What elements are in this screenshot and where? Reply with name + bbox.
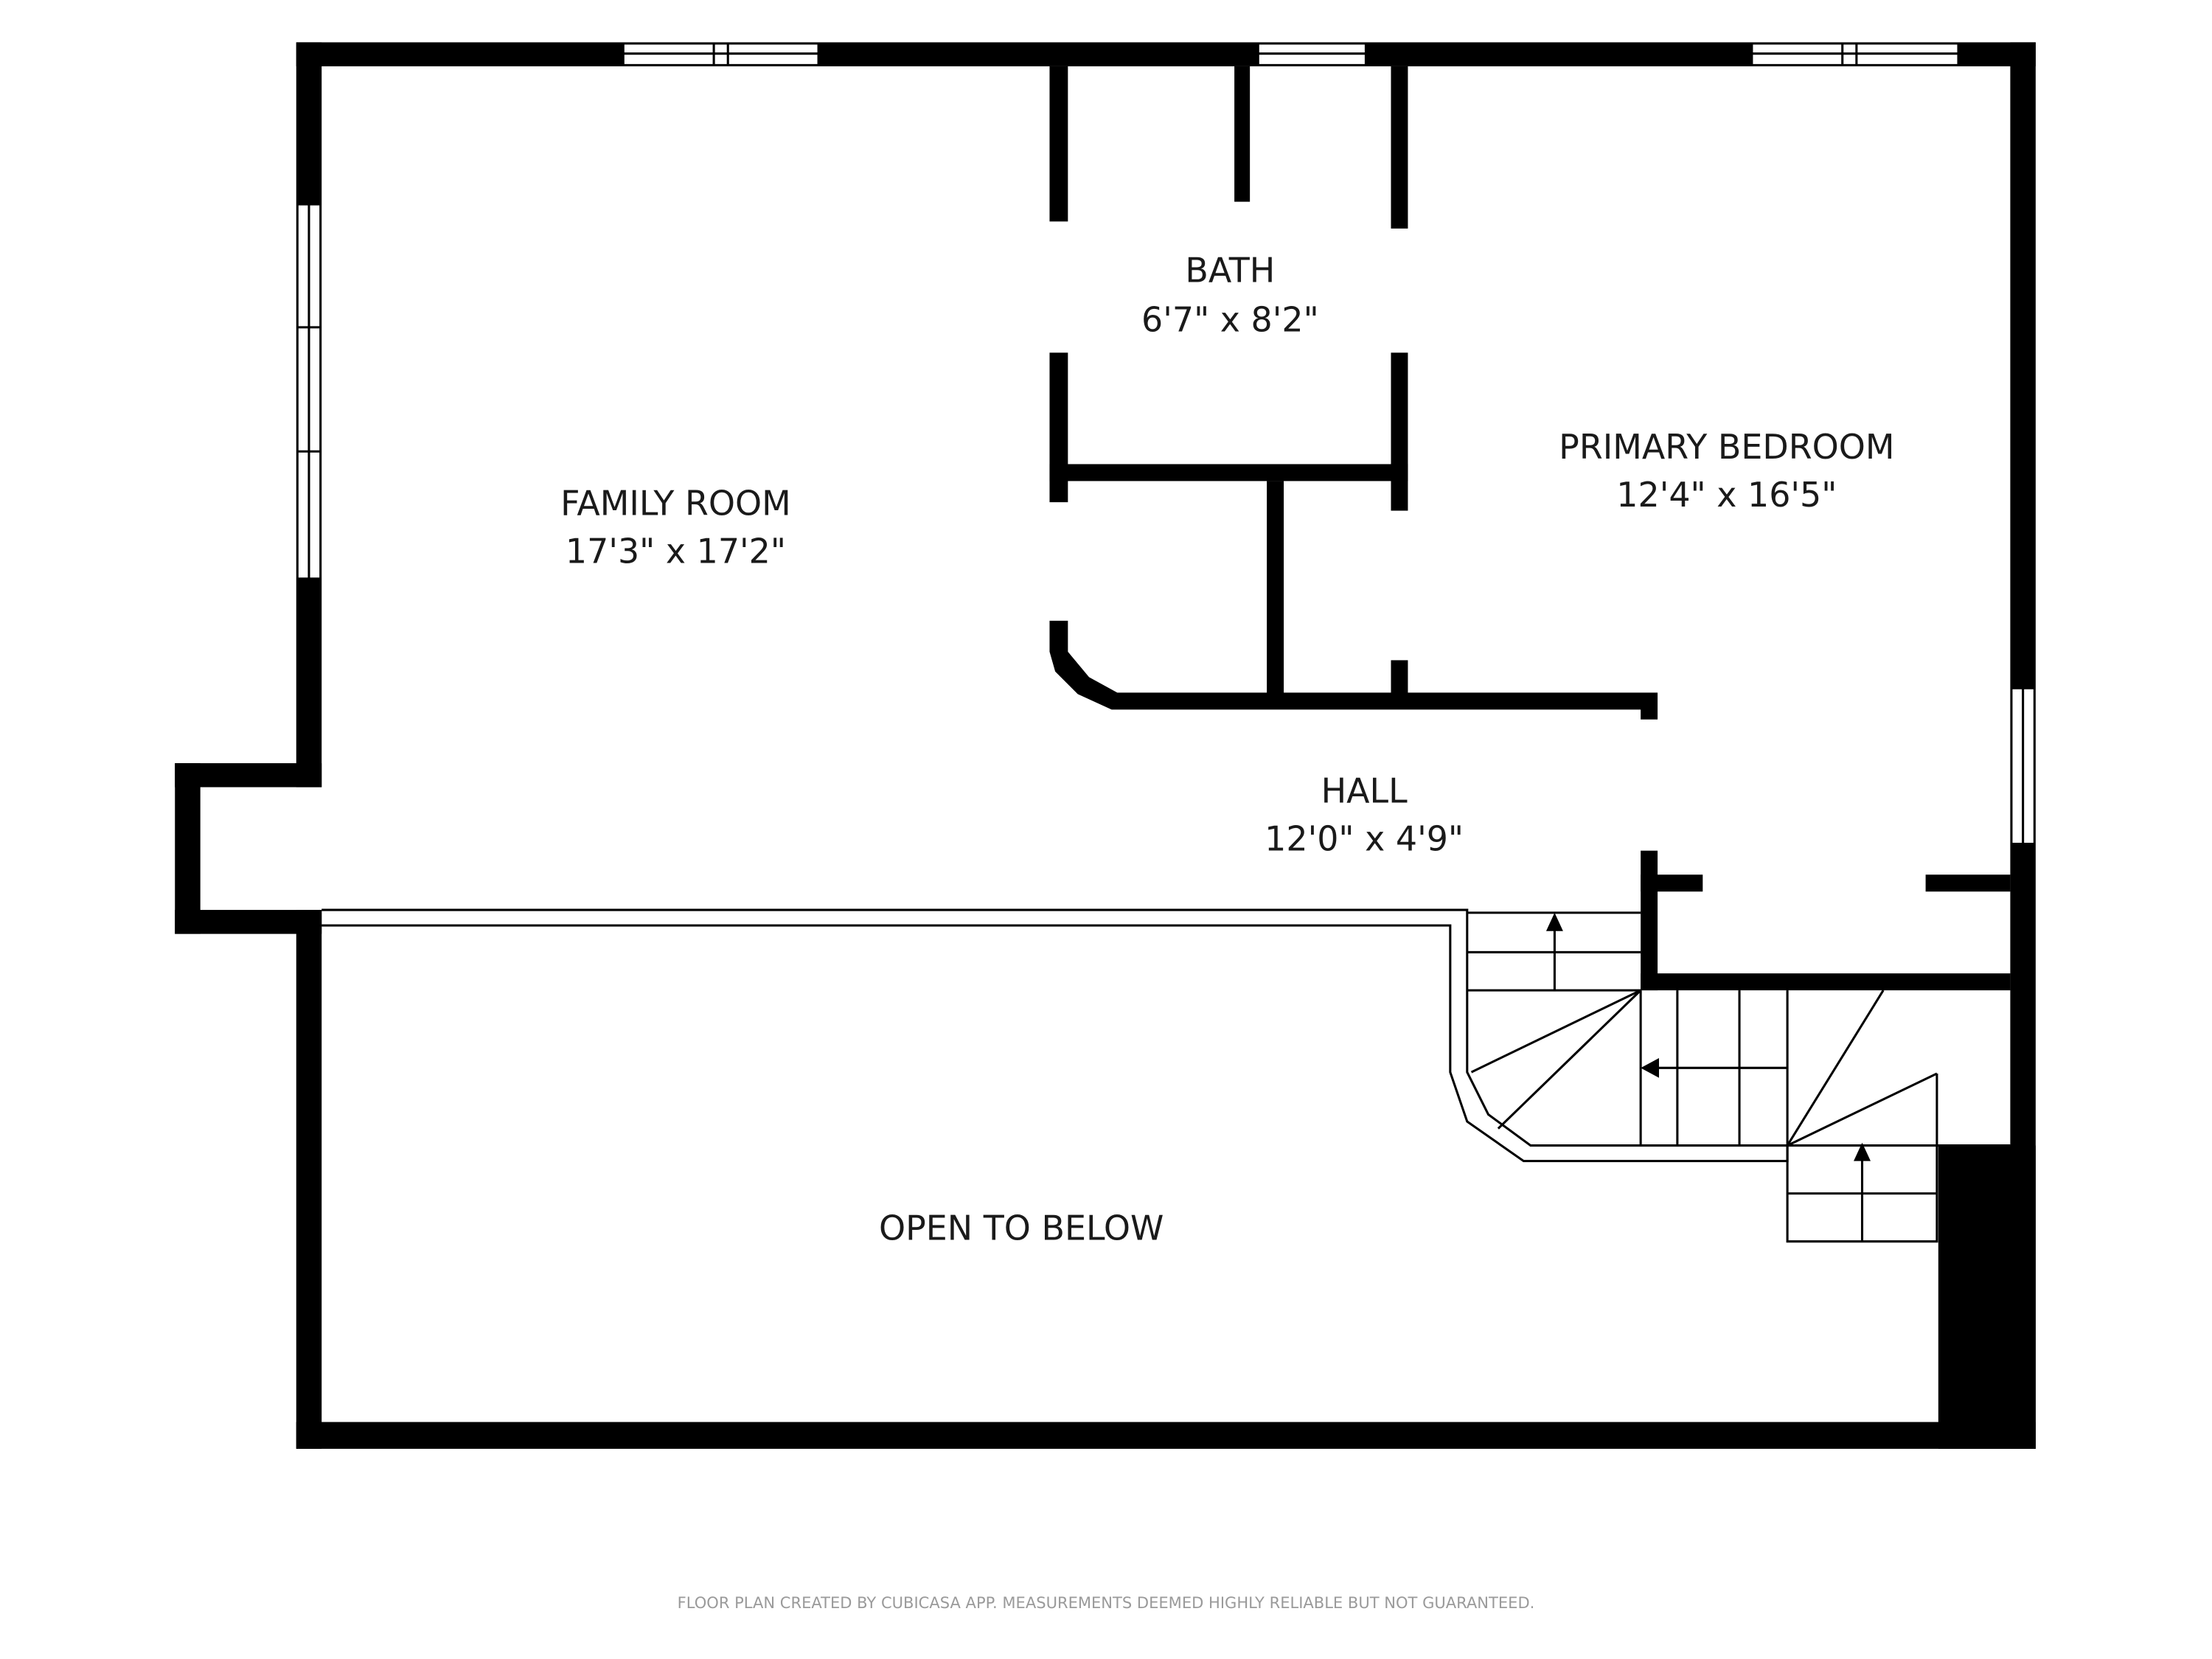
room-dimensions-family-room: 17'3" x 17'2" bbox=[566, 531, 786, 571]
open-to-below-label: OPEN TO BELOW bbox=[879, 1208, 1164, 1248]
stair-up-arrow-icon bbox=[1854, 1142, 1871, 1161]
stair-up-arrow-icon bbox=[1545, 912, 1563, 931]
open-to-below-railing bbox=[321, 908, 1789, 1163]
room-dimensions-hall: 12'0" x 4'9" bbox=[1265, 819, 1464, 859]
room-dimensions-bath: 6'7" x 8'2" bbox=[1141, 300, 1319, 340]
footer-disclaimer: FLOOR PLAN CREATED BY CUBICASA APP. MEAS… bbox=[678, 1593, 1535, 1612]
room-labels: FAMILY ROOM 17'3" x 17'2" BATH 6'7" x 8'… bbox=[560, 251, 1894, 1248]
stair-left-arrow-icon bbox=[1641, 1057, 1659, 1078]
room-dimensions-primary-bedroom: 12'4" x 16'5" bbox=[1616, 475, 1837, 515]
room-name-hall: HALL bbox=[1321, 771, 1408, 811]
staircase bbox=[1467, 911, 2011, 1243]
room-name-bath: BATH bbox=[1185, 251, 1275, 291]
windows bbox=[296, 43, 2036, 845]
exterior-walls bbox=[175, 42, 2036, 1449]
room-name-family-room: FAMILY ROOM bbox=[560, 483, 791, 523]
interior-walls bbox=[1049, 66, 2011, 991]
room-name-primary-bedroom: PRIMARY BEDROOM bbox=[1559, 427, 1894, 467]
